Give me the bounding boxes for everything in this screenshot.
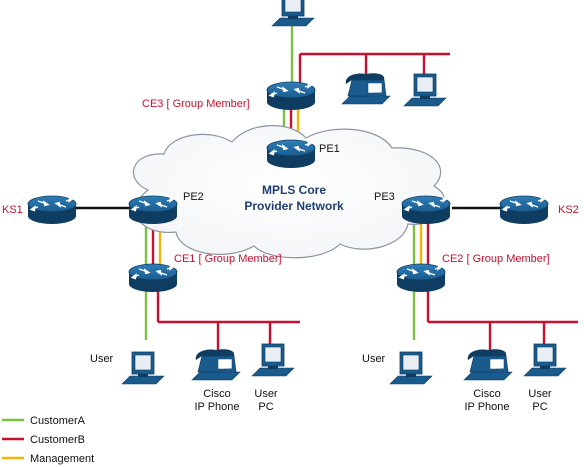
- legend-label-customer-a: CustomerA: [30, 415, 86, 427]
- legend-label-customer-b: CustomerB: [30, 434, 85, 446]
- pc-right-label-2: PC: [532, 401, 547, 413]
- pe2-label: PE2: [183, 191, 204, 203]
- ip-badge: IP: [224, 367, 234, 379]
- legend-label-management: Management: [30, 453, 94, 465]
- ce3-router-icon: [266, 81, 316, 111]
- phone-right-label-2: IP Phone: [464, 401, 509, 413]
- ce2-pc-icon: [523, 343, 567, 377]
- ce2-user-pc-icon: [389, 351, 433, 385]
- pe2-router-icon: [128, 195, 178, 225]
- ce1-router-icon: [128, 263, 178, 293]
- ks2-router-icon: [499, 195, 549, 225]
- pe3-label: PE3: [374, 191, 395, 203]
- user-left-label: User: [90, 353, 114, 365]
- ce2-label: CE2 [ Group Member]: [442, 253, 550, 265]
- ce3-pc-icon: [403, 73, 447, 107]
- pe1-router-icon: [266, 139, 316, 169]
- cloud-title-line2: Provider Network: [244, 199, 344, 213]
- ce3-label: CE3 [ Group Member]: [142, 98, 250, 110]
- ks1-label: KS1: [2, 204, 23, 216]
- user-right-label: User: [362, 353, 386, 365]
- phone-left-label-2: IP Phone: [194, 401, 239, 413]
- pc-left-label-2: PC: [258, 401, 273, 413]
- pe1-label: PE1: [319, 143, 340, 155]
- ce1-label: CE1 [ Group Member]: [174, 253, 282, 265]
- phone-left-label-1: Cisco: [203, 388, 231, 400]
- ce3-top-pc-icon: [271, 0, 315, 27]
- pe3-router-icon: [401, 195, 451, 225]
- legend: CustomerA CustomerB Management: [2, 415, 94, 465]
- pc-left-label-1: User: [254, 388, 278, 400]
- ip-badge: IP: [496, 367, 506, 379]
- ce1-user-pc-icon: [121, 351, 165, 385]
- ce2-router-icon: [396, 263, 446, 293]
- ip-badge: IP: [374, 91, 384, 103]
- ce1-pc-icon: [251, 343, 295, 377]
- ks1-router-icon: [27, 195, 77, 225]
- ks2-label: KS2: [558, 204, 579, 216]
- cloud-title-line1: MPLS Core: [262, 183, 326, 197]
- mpls-cloud: MPLS Core Provider Network: [132, 125, 446, 259]
- phone-right-label-1: Cisco: [473, 388, 501, 400]
- pc-right-label-1: User: [528, 388, 552, 400]
